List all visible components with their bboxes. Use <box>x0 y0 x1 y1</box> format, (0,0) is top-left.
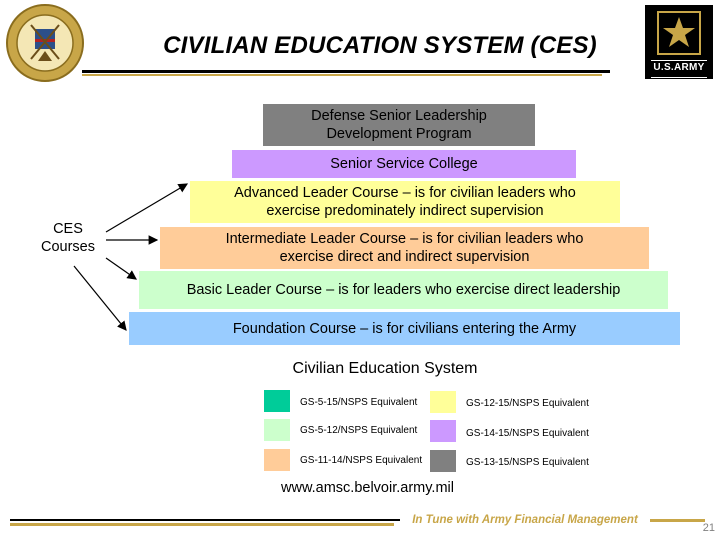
logo-rule-bottom <box>651 77 707 78</box>
tier-foundation-course: Foundation Course – is for civilians ent… <box>129 312 680 345</box>
website-url: www.amsc.belvoir.army.mil <box>281 480 454 496</box>
us-army-logo: U.S.ARMY <box>645 5 713 79</box>
legend-label-gs-14-15: GS-14-15/NSPS Equivalent <box>466 428 589 439</box>
army-department-seal <box>5 3 85 83</box>
tier-senior-service-college: Senior Service College <box>232 150 576 178</box>
tier-advanced-leader-course: Advanced Leader Course – is for civilian… <box>190 181 620 223</box>
army-star-icon <box>657 11 701 55</box>
footer-divider-right <box>650 519 705 522</box>
logo-rule-top <box>651 60 707 61</box>
ces-courses-label: CES Courses <box>41 221 95 255</box>
footer-tagline: In Tune with Army Financial Management <box>412 514 638 526</box>
page-title: CIVILIAN EDUCATION SYSTEM (CES) <box>163 32 597 59</box>
page-number: 21 <box>702 522 715 534</box>
logo-text: U.S.ARMY <box>653 62 705 73</box>
legend-swatch-gs-5-15 <box>264 390 290 412</box>
legend-swatch-gs-12-15 <box>430 391 456 413</box>
legend-label-gs-5-12: GS-5-12/NSPS Equivalent <box>300 425 418 436</box>
legend-title: Civilian Education System <box>292 360 478 377</box>
title-divider-gold <box>82 74 602 76</box>
seal-icon <box>6 4 84 82</box>
tier-defense-senior-leadership: Defense Senior Leadership Development Pr… <box>263 104 535 146</box>
title-divider <box>82 70 610 73</box>
footer-divider <box>10 519 400 521</box>
footer-divider-gold <box>10 523 394 526</box>
legend-swatch-gs-14-15 <box>430 420 456 442</box>
legend-label-gs-5-15: GS-5-15/NSPS Equivalent <box>300 397 418 408</box>
legend-label-gs-13-15: GS-13-15/NSPS Equivalent <box>466 457 589 468</box>
tier-basic-leader-course: Basic Leader Course – is for leaders who… <box>139 271 668 309</box>
legend-label-gs-11-14: GS-11-14/NSPS Equivalent <box>300 455 423 466</box>
tier-intermediate-leader-course: Intermediate Leader Course – is for civi… <box>160 227 649 269</box>
legend-swatch-gs-11-14 <box>264 449 290 471</box>
legend-label-gs-12-15: GS-12-15/NSPS Equivalent <box>466 398 589 409</box>
arrow-to-advanced <box>105 183 189 233</box>
legend-swatch-gs-13-15 <box>430 450 456 472</box>
arrow-to-foundation <box>73 265 127 331</box>
legend-swatch-gs-5-12 <box>264 419 290 441</box>
arrow-to-basic <box>105 257 137 280</box>
